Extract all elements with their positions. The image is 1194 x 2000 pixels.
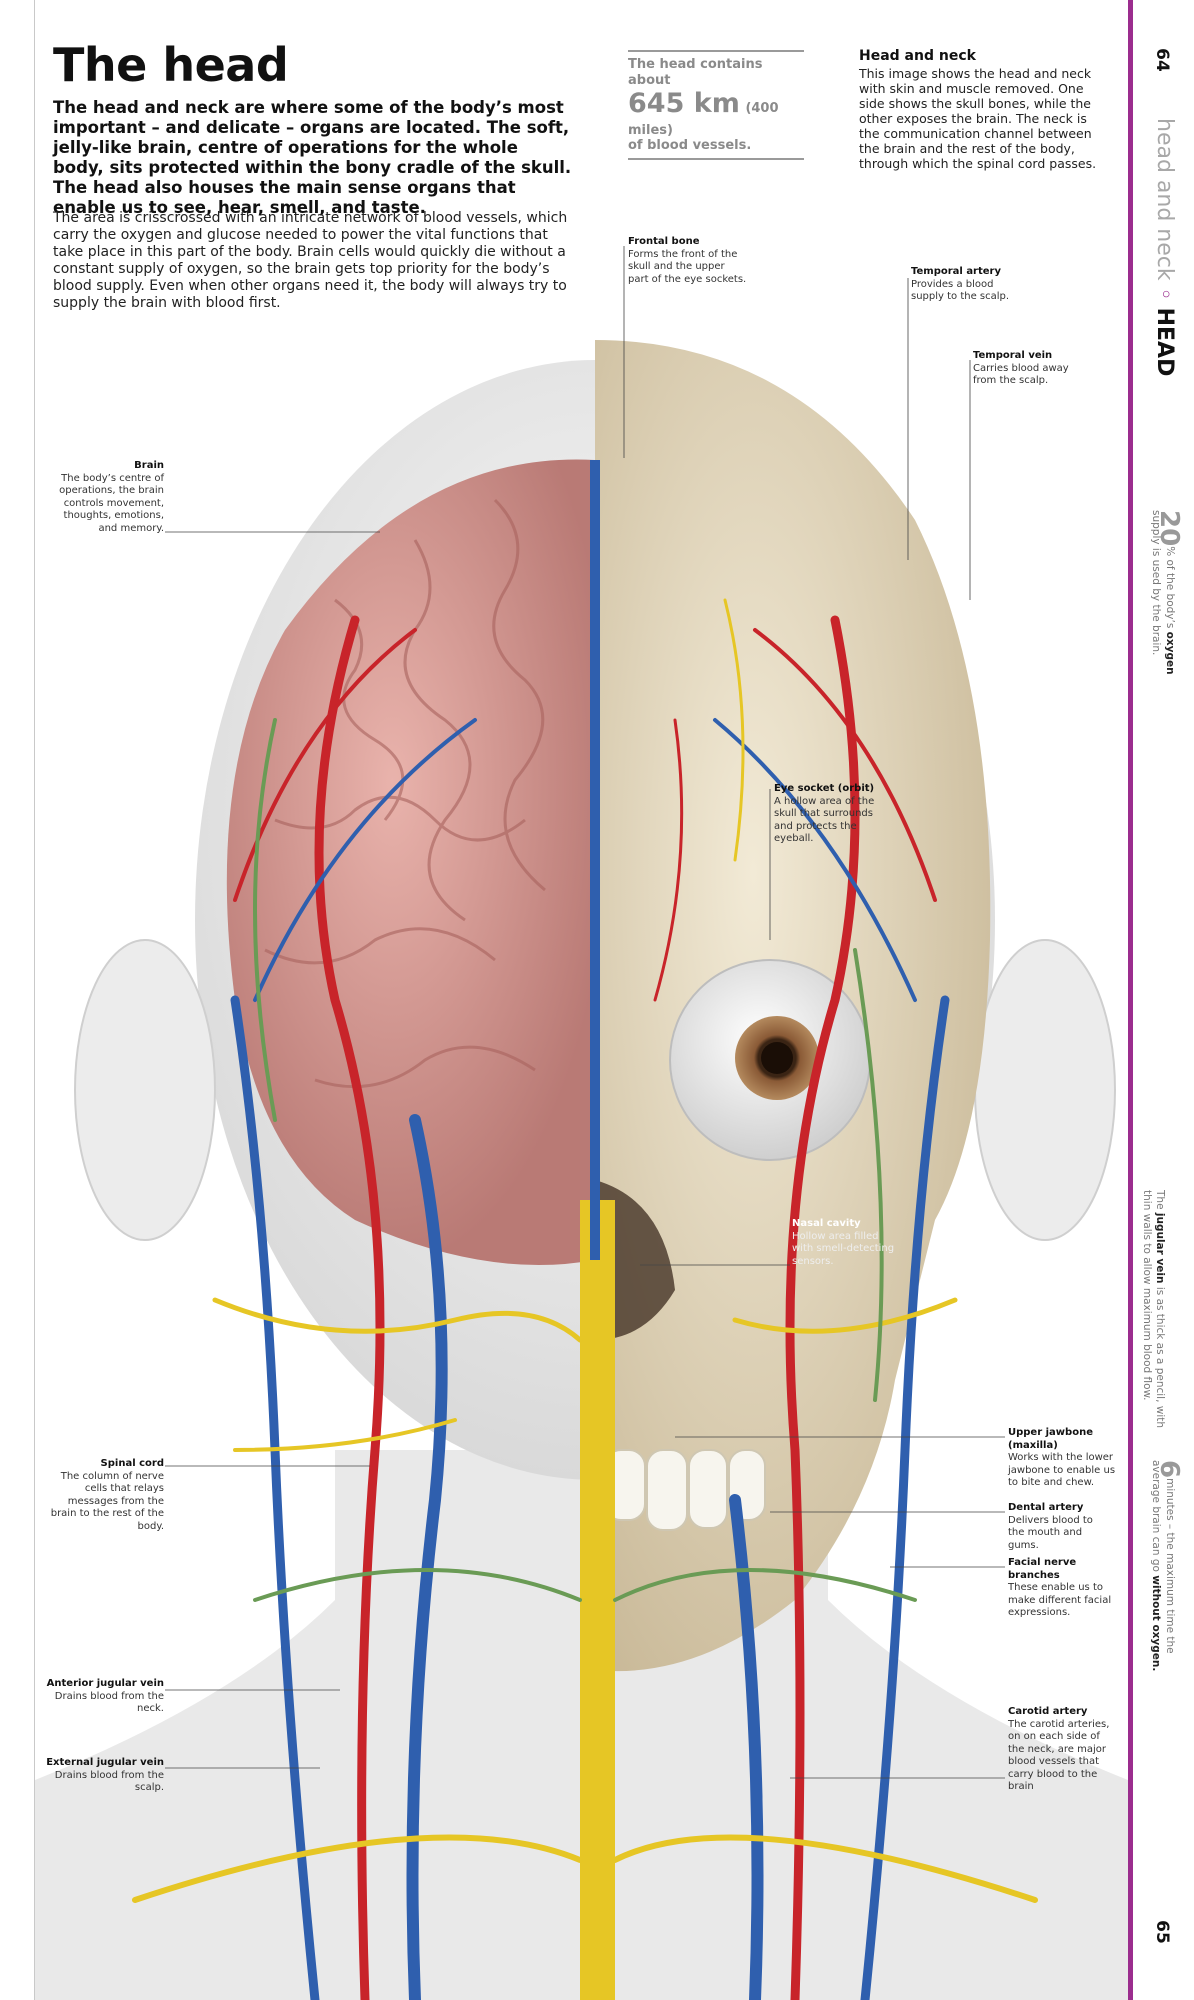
callout-temporal-artery: Temporal artery Provides a blood supply …	[911, 266, 1011, 304]
stat-six-minutes: 6minutes – the maximum time the average …	[1149, 1460, 1184, 1672]
callout-text: The carotid arteries, on on each side of…	[1008, 1718, 1110, 1793]
blood-vessels	[132, 598, 1038, 2000]
section-strong: HEAD	[1152, 307, 1177, 377]
page-number-top: 64	[1152, 48, 1172, 72]
callout-title: Carotid artery	[1008, 1706, 1088, 1717]
right-ear-shape	[974, 939, 1116, 1241]
teeth-shape	[604, 1449, 766, 1531]
callout-title: Eye socket (orbit)	[774, 783, 875, 794]
page-number-bottom: 65	[1152, 1920, 1172, 1944]
left-ear-shape	[74, 939, 216, 1241]
callout-title: Brain	[134, 460, 164, 471]
callout-text: Provides a blood supply to the scalp.	[911, 278, 1010, 303]
callout-title: Nasal cavity	[792, 1218, 861, 1229]
stat-bold: without oxygen.	[1150, 1575, 1162, 1672]
callout-text: Hollow area filled with smell-detecting …	[792, 1230, 895, 1267]
callout-title: Temporal artery	[911, 266, 1002, 277]
section-heading: head and neck ◦ HEAD	[1152, 118, 1177, 376]
callout-spinal-cord: Spinal cord The column of nerve cells th…	[50, 1458, 164, 1533]
head-and-neck-title: Head and neck	[859, 48, 976, 64]
left-margin-rule	[34, 0, 35, 2000]
callout-external-jugular: External jugular vein Drains blood from …	[40, 1757, 164, 1795]
callout-title: Spinal cord	[100, 1458, 164, 1469]
callout-nasal-cavity: Nasal cavity Hollow area filled with sme…	[792, 1218, 898, 1268]
brain-folds	[264, 498, 546, 1089]
fact-box: The head contains about 645 km (400 mile…	[628, 50, 804, 160]
stat-bold: oxygen	[1164, 631, 1176, 675]
intro-lead: The head and neck are where some of the …	[53, 98, 572, 217]
callout-text: Works with the lower jawbone to enable u…	[1008, 1452, 1116, 1488]
fact-small: (400 miles)	[628, 101, 779, 138]
callout-title: Facial nerve branches	[1008, 1557, 1077, 1581]
callout-title: Anterior jugular vein	[46, 1678, 164, 1689]
callout-text: The body’s centre of operations, the bra…	[59, 472, 164, 534]
stat-text: The	[1154, 1190, 1166, 1213]
stat-bold: jugular vein	[1154, 1212, 1166, 1284]
callout-title: External jugular vein	[46, 1757, 164, 1768]
callout-upper-jawbone: Upper jawbone (maxilla) Works with the l…	[1008, 1427, 1120, 1490]
callout-title: Upper jawbone (maxilla)	[1008, 1427, 1093, 1451]
stat-oxygen: 20% of the body’s oxygen supply is used …	[1149, 510, 1184, 675]
callout-text: Delivers blood to the mouth and gums.	[1008, 1514, 1093, 1551]
stat-text: % of the body’s	[1164, 546, 1176, 632]
callout-title: Temporal vein	[973, 350, 1053, 361]
callout-text: Drains blood from the neck.	[54, 1690, 164, 1715]
fact-line1: The head contains about	[628, 57, 763, 88]
callout-frontal-bone: Frontal bone Forms the front of the skul…	[628, 236, 748, 286]
stat-text: is as thick as a pencil, with	[1154, 1283, 1166, 1429]
stat-jugular: The jugular vein is as thick as a pencil…	[1140, 1190, 1166, 1428]
sidebar	[1128, 0, 1194, 2000]
callout-eye-socket: Eye socket (orbit) A hollow area of the …	[774, 783, 882, 846]
page-title: The head	[53, 38, 289, 92]
callout-text: These enable us to make different facial…	[1008, 1582, 1112, 1618]
callout-carotid-artery: Carotid artery The carotid arteries, on …	[1008, 1706, 1118, 1794]
callout-brain: Brain The body’s centre of operations, t…	[58, 460, 164, 535]
accent-rule	[1128, 0, 1133, 2000]
fact-line3: of blood vessels.	[628, 138, 752, 153]
dot-icon: ◦	[1152, 287, 1177, 301]
callout-title: Frontal bone	[628, 236, 700, 247]
callout-facial-nerve: Facial nerve branches These enable us to…	[1008, 1557, 1114, 1620]
brain-shape	[226, 459, 595, 1265]
callout-text: The column of nerve cells that relays me…	[50, 1470, 164, 1532]
stat-text: average brain can go	[1150, 1460, 1162, 1576]
callout-text: Drains blood from the scalp.	[54, 1769, 164, 1794]
section-light: head and neck	[1152, 118, 1177, 281]
callout-temporal-vein: Temporal vein Carries blood away from th…	[973, 350, 1073, 388]
stat-text: supply is used by the brain.	[1150, 510, 1162, 656]
head-illustration	[35, 340, 1128, 2000]
stat-text: minutes – the maximum time the	[1164, 1478, 1176, 1654]
callout-dental-artery: Dental artery Delivers blood to the mout…	[1008, 1502, 1108, 1552]
callout-title: Dental artery	[1008, 1502, 1084, 1513]
intro-body: The area is crisscrossed with an intrica…	[53, 210, 568, 311]
spinal-cord-shape	[580, 1200, 615, 2000]
fact-big: 645 km	[628, 88, 740, 119]
callout-anterior-jugular: Anterior jugular vein Drains blood from …	[40, 1678, 164, 1716]
head-and-neck-body: This image shows the head and neck with …	[859, 66, 1097, 171]
callout-text: Forms the front of the skull and the upp…	[628, 248, 747, 285]
callout-text: A hollow area of the skull that surround…	[774, 795, 875, 845]
callout-text: Carries blood away from the scalp.	[973, 362, 1069, 387]
stat-text: thin walls to allow maximum blood flow.	[1141, 1190, 1153, 1401]
